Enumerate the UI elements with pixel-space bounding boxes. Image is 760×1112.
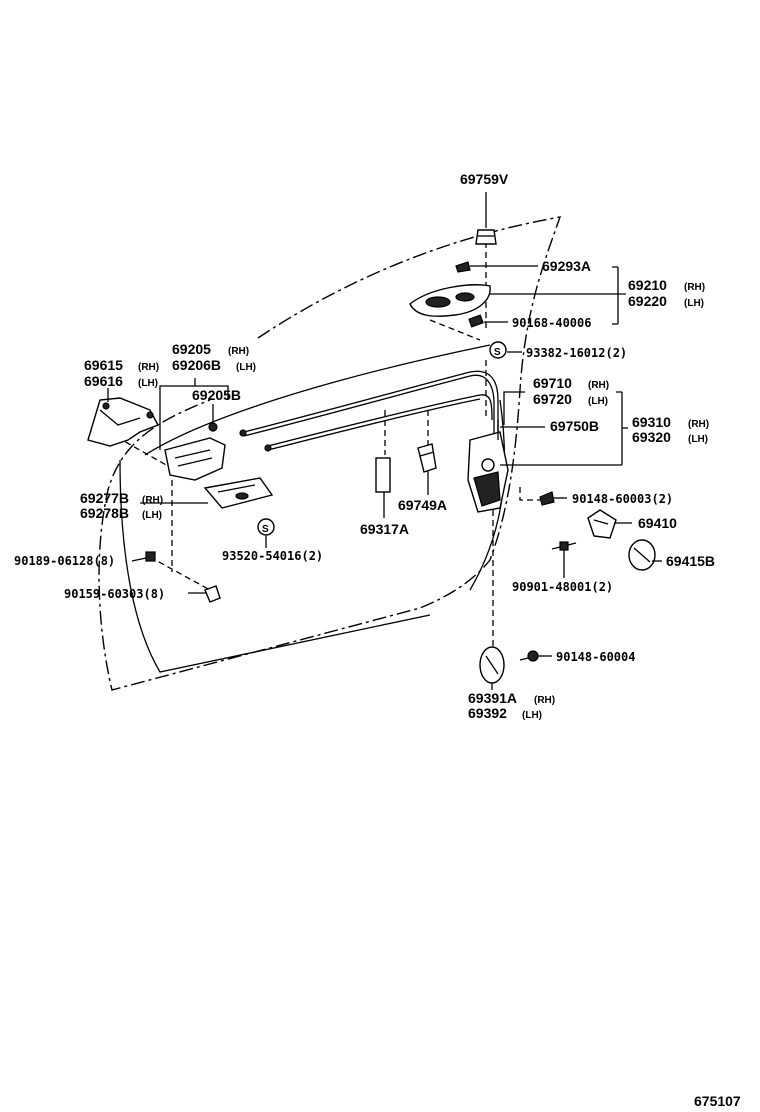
tag-69615-rh: (RH) <box>138 362 159 373</box>
screw-90148-60003-drawing <box>539 491 555 506</box>
label-69710: 69710 <box>533 375 572 391</box>
label-69205b: 69205B <box>192 387 241 403</box>
label-69720: 69720 <box>533 391 572 407</box>
lock-cylinder-drawing <box>479 646 505 684</box>
tag-69278b-lh: (LH) <box>142 510 162 521</box>
label-69415b: 69415B <box>666 553 715 569</box>
part-69759v-drawing <box>475 229 497 245</box>
label-90168-40006: 90168-40006 <box>512 316 591 330</box>
label-69206b: 69206B <box>172 357 221 373</box>
label-69320: 69320 <box>632 429 671 445</box>
label-69392: 69392 <box>468 705 507 721</box>
screw-90159-drawing <box>204 585 221 603</box>
tag-69616-lh: (LH) <box>138 378 158 389</box>
leader-lines <box>107 192 662 690</box>
tag-69206b-lh: (LH) <box>236 362 256 373</box>
striker-69410-drawing <box>587 509 617 539</box>
bracket-69615-drawing <box>87 397 159 447</box>
label-69277b: 69277B <box>80 490 129 506</box>
label-69410: 69410 <box>638 515 677 531</box>
label-69749a: 69749A <box>398 497 447 513</box>
tag-69720-lh: (LH) <box>588 396 608 407</box>
label-90901-48001: 90901-48001(2) <box>512 580 613 594</box>
label-69616: 69616 <box>84 373 123 389</box>
inside-handle-drawing <box>203 477 274 509</box>
tag-69710-rh: (RH) <box>588 380 609 391</box>
label-69759v: 69759V <box>460 171 509 187</box>
label-69317a: 69317A <box>360 521 409 537</box>
label-90159-60303: 90159-60303(8) <box>64 587 165 601</box>
label-69310: 69310 <box>632 414 671 430</box>
outside-handle-drawing <box>409 284 491 317</box>
label-90148-60004: 90148-60004 <box>556 650 635 664</box>
label-69278b: 69278B <box>80 505 129 521</box>
tag-69391a-rh: (RH) <box>534 695 555 706</box>
part-69749a-drawing <box>417 443 437 473</box>
cover-69415b-drawing <box>628 539 656 571</box>
label-69750b: 69750B <box>550 418 599 434</box>
tag-69210-rh: (RH) <box>684 282 705 293</box>
tag-69310-rh: (RH) <box>688 419 709 430</box>
label-93520-54016: 93520-54016(2) <box>222 549 323 563</box>
tag-69320-lh: (LH) <box>688 434 708 445</box>
part-69317a-drawing <box>375 457 391 493</box>
tag-69392-lh: (LH) <box>522 710 542 721</box>
label-90189-06128: 90189-06128(8) <box>14 554 115 568</box>
figure-number: 675107 <box>694 1093 741 1109</box>
label-90148-60003: 90148-60003(2) <box>572 492 673 506</box>
door-lock-assembly-drawing <box>467 420 509 513</box>
clip-93520-drawing: S <box>257 518 275 536</box>
part-69293a-drawing <box>455 261 471 273</box>
clip-93382-drawing: S <box>489 341 507 359</box>
label-69391a: 69391A <box>468 690 517 706</box>
label-69615: 69615 <box>84 357 123 373</box>
label-69220: 69220 <box>628 293 667 309</box>
label-69293a: 69293A <box>542 258 591 274</box>
part-labels: 69759V 69293A 69210 (RH) 69220 (LH) 9016… <box>14 171 715 721</box>
tag-69220-lh: (LH) <box>684 298 704 309</box>
screw-90189-drawing <box>145 551 156 562</box>
inside-handle-frame-drawing <box>164 422 226 481</box>
screw-90168-drawing <box>468 314 484 328</box>
label-93382-16012: 93382-16012(2) <box>526 346 627 360</box>
screw-90901-drawing <box>551 541 577 551</box>
label-69210: 69210 <box>628 277 667 293</box>
tag-69277b-rh: (RH) <box>142 495 163 506</box>
door-lock-cables <box>239 370 499 470</box>
svg-text:S: S <box>494 347 501 358</box>
screw-90148-60004-drawing <box>519 650 539 662</box>
tag-69205-rh: (RH) <box>228 346 249 357</box>
svg-text:S: S <box>262 524 269 535</box>
label-69205: 69205 <box>172 341 211 357</box>
